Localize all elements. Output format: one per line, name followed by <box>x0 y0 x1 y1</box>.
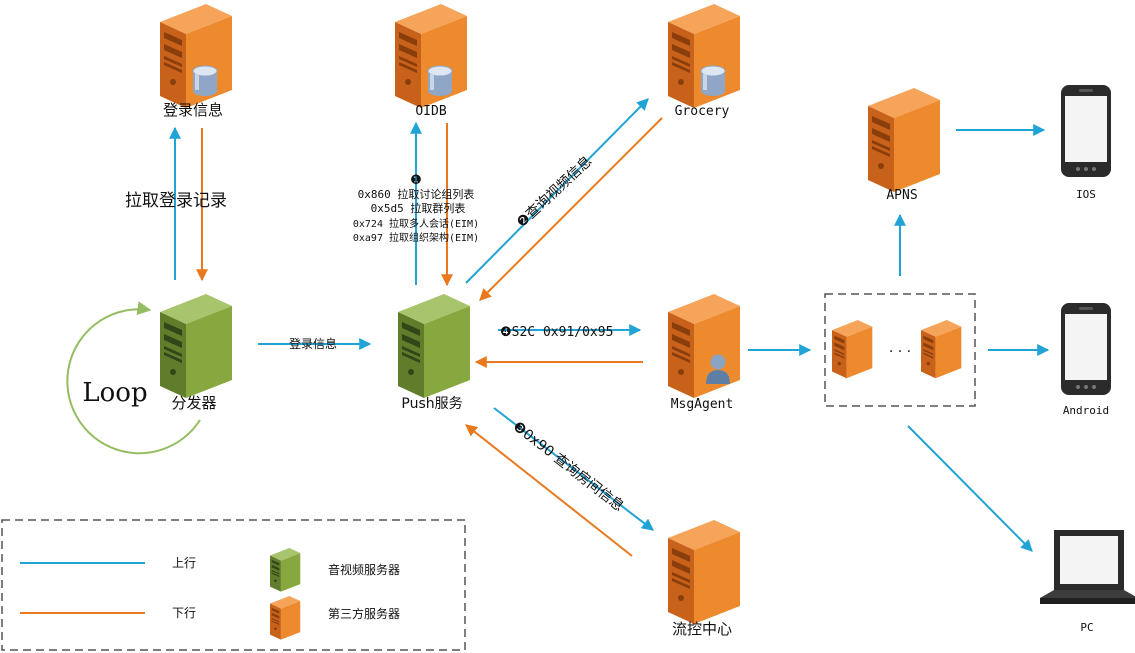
legend-uplink-label: 上行 <box>172 556 196 570</box>
label-login-info-arrow: 登录信息 <box>289 336 337 351</box>
arrow-push-to-flow-control <box>493 407 654 531</box>
legend-box <box>1 519 466 651</box>
label-apns: APNS <box>886 188 917 203</box>
legend-downlink-label: 下行 <box>172 606 196 620</box>
arrow-cluster-to-pc <box>907 425 1033 552</box>
server-cluster-box <box>824 293 976 407</box>
arrow-push-to-grocery <box>465 98 649 284</box>
legend-av-server-label: 音视频服务器 <box>328 562 400 577</box>
server-grocery <box>668 4 740 108</box>
label-android: Android <box>1063 404 1109 417</box>
step1-line-4: 0xa97 拉取组织架构(EIM) <box>353 231 479 244</box>
server-login-info <box>160 4 232 108</box>
server-oidb <box>395 4 467 108</box>
label-step4: ❹S2C 0x91/0x95 <box>500 325 613 340</box>
legend-third-party-server-label: 第三方服务器 <box>328 606 400 621</box>
step1-line-3: 0x724 拉取多人会话(EIM) <box>353 217 479 230</box>
legend-av-server-icon <box>270 548 301 592</box>
label-oidb: OIDB <box>415 104 446 119</box>
label-flow-control: 流控中心 <box>672 620 732 638</box>
cluster-server-1 <box>832 320 873 379</box>
label-login-info: 登录信息 <box>163 101 223 119</box>
label-loop: Loop <box>82 378 147 408</box>
legend-third-party-server-icon <box>270 596 301 640</box>
label-msgagent: MsgAgent <box>671 397 734 412</box>
label-push-service: Push服务 <box>401 396 462 412</box>
arrow-grocery-to-push <box>479 117 663 301</box>
server-apns <box>868 88 940 192</box>
user-avatar-icon <box>706 354 730 384</box>
label-step2: ❷查询视频信息 <box>513 153 595 231</box>
server-flow-control <box>668 520 740 624</box>
pc-laptop-icon <box>1040 530 1135 604</box>
legend: 上行 下行 音视频服务器 第三方服务器 <box>1 519 466 651</box>
cluster-server-2 <box>921 320 962 379</box>
server-dispatcher <box>160 294 232 398</box>
label-dispatcher: 分发器 <box>171 394 216 412</box>
label-step3: ❸0x90 查询房间信息 <box>510 418 628 515</box>
server-msgagent <box>668 294 740 398</box>
loop-arc <box>66 301 201 455</box>
label-ios: IOS <box>1076 188 1096 201</box>
step1-line-1: 0x860 拉取讨论组列表 <box>358 187 475 201</box>
cluster-ellipsis: · · · <box>889 344 911 360</box>
ios-phone-icon <box>1061 85 1111 177</box>
server-push-service <box>398 294 470 398</box>
step1-line-2: 0x5d5 拉取群列表 <box>371 201 466 215</box>
step1-marker: ❶ <box>410 173 422 188</box>
arrow-flow-control-to-push <box>465 424 633 557</box>
label-pc: PC <box>1080 621 1093 634</box>
android-phone-icon <box>1061 303 1111 395</box>
label-grocery: Grocery <box>675 104 730 119</box>
label-pull-login-record: 拉取登录记录 <box>125 191 227 211</box>
